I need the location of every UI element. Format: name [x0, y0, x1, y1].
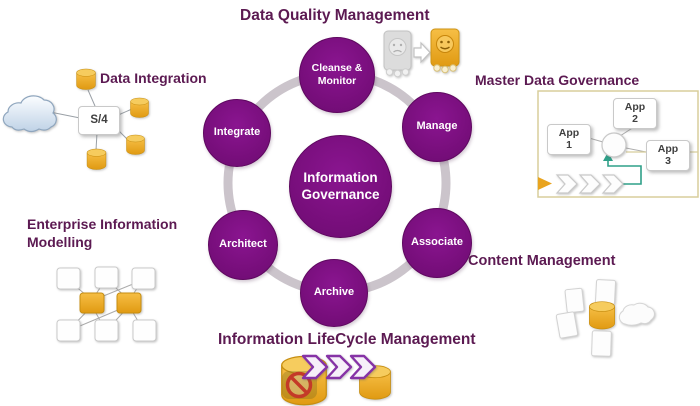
ring-node-manage: Manage [402, 92, 472, 162]
ring-node-integrate: Integrate [203, 99, 271, 167]
app3-label: App 3 [657, 142, 679, 167]
heading-data-integration: Data Integration [100, 70, 207, 86]
ring-node-associate: Associate [402, 208, 472, 278]
dirty-data-box-icon [383, 30, 412, 78]
cloud-icon [2, 95, 57, 133]
heading-information-lifecycle-management: Information LifeCycle Management [218, 331, 476, 348]
ring-node-label: Cleanse & Monitor [311, 62, 363, 87]
heading-data-quality-management: Data Quality Management [240, 7, 430, 24]
ring-node-label: Manage [416, 120, 458, 133]
ring-node-label: Archive [313, 286, 355, 299]
lifecycle-chevrons-icon [301, 354, 377, 380]
app-hub-circle-icon [601, 132, 627, 158]
clean-data-smiley-box-icon [430, 28, 460, 74]
process-chevrons-icon [555, 174, 624, 194]
ring-node-archive: Archive [300, 259, 368, 327]
network-model-boxes-icon [56, 266, 157, 342]
document-page-icon [555, 279, 617, 357]
blocked-archive-cylinder-icon [282, 371, 317, 399]
mdg-frame [537, 90, 699, 198]
transform-arrow-icon [413, 41, 431, 64]
input-arrow-icon [538, 177, 552, 190]
s4-system-box: S/4 [78, 106, 120, 135]
hub-label: Information Governance [301, 170, 380, 202]
heading-master-data-governance: Master Data Governance [475, 72, 640, 88]
database-cylinder-icon [589, 301, 615, 330]
enterprise-modelling-cluster [56, 266, 157, 342]
ring-node-cleanse-monitor: Cleanse & Monitor [299, 37, 375, 113]
app1-label: App 1 [558, 126, 580, 151]
app1-box: App 1 [547, 124, 591, 155]
content-cloud-icon [618, 302, 655, 326]
heading-content-management: Content Management [468, 253, 616, 269]
content-management-cluster [555, 279, 655, 357]
data-quality-cluster [383, 28, 460, 78]
feedback-flow-arrow-icon [603, 152, 642, 185]
heading-enterprise-information-modelling: Enterprise Information Modelling [27, 216, 178, 251]
ring-node-label: Integrate [213, 126, 261, 139]
master-data-governance-cluster [537, 90, 699, 198]
app2-box: App 2 [613, 98, 657, 129]
ring-node-label: Architect [219, 238, 267, 251]
ring-node-label: Associate [411, 236, 463, 249]
hub-information-governance: Information Governance [289, 135, 392, 238]
app2-label: App 2 [624, 100, 646, 125]
lifecycle-cluster [280, 354, 392, 406]
ring-node-architect: Architect [208, 210, 278, 280]
s4-label: S/4 [90, 114, 108, 127]
app3-box: App 3 [646, 140, 690, 171]
